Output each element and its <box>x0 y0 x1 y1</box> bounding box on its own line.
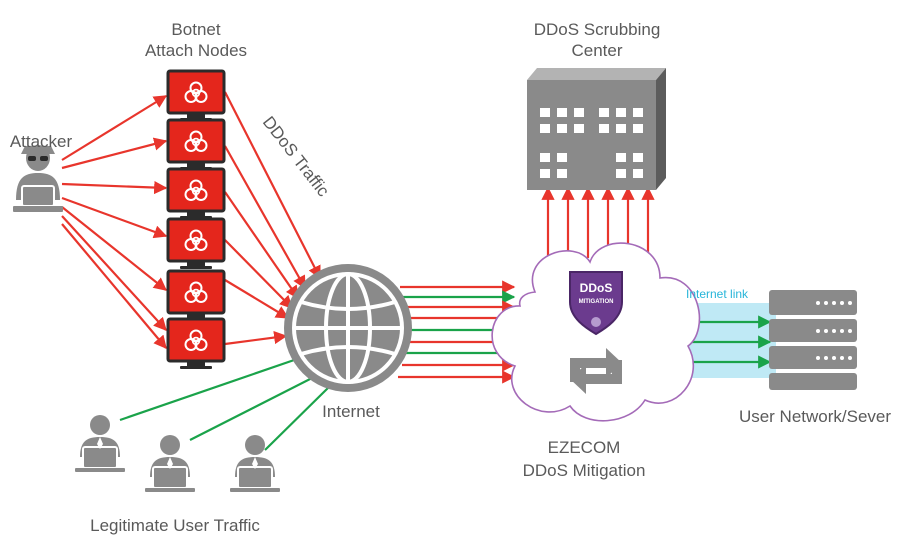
ddos-mitigation-label: DDoS Mitigation <box>522 461 646 480</box>
internet-label: Internet <box>322 402 380 421</box>
botnet-title: Botnet <box>171 20 221 39</box>
botnet-node-6 <box>168 319 224 369</box>
botnet-node-2 <box>168 120 224 170</box>
botnet-node-3 <box>168 169 224 219</box>
user-network-label: User Network/Sever <box>738 407 892 426</box>
server-icon <box>769 290 857 390</box>
node-to-internet-lines <box>224 91 321 346</box>
botnet-node-5 <box>168 271 224 321</box>
ddos-traffic-label: DDoS Traffic <box>259 113 333 201</box>
attacker-label: Attacker <box>9 132 73 151</box>
badge-top-text: DDoS <box>580 281 613 295</box>
botnet-subtitle: Attach Nodes <box>144 41 248 60</box>
hacker-icon <box>13 145 63 212</box>
scrubbing-title: DDoS Scrubbing <box>533 20 661 39</box>
refresh-icon <box>570 348 622 394</box>
ezecom-label: EZECOM <box>547 438 621 457</box>
attacker-to-node-lines <box>61 95 168 350</box>
user-icon-2 <box>144 434 196 493</box>
botnet-node-1 <box>168 71 224 121</box>
user-icon-1 <box>74 414 126 473</box>
legit-to-internet-lines <box>119 356 331 451</box>
scrubbing-subtitle: Center <box>571 41 623 60</box>
globe-icon <box>284 264 412 392</box>
building-icon <box>527 68 666 190</box>
badge-bottom-text: MITIGATION <box>579 299 614 305</box>
internet-to-mitigation-lines <box>398 280 516 384</box>
botnet-node-4 <box>168 219 224 269</box>
legit-traffic-label: Legitimate User Traffic <box>90 516 260 535</box>
mitigation-badge: DDoS MITIGATION <box>569 271 623 336</box>
internet-link-label: Internet link <box>686 287 749 301</box>
